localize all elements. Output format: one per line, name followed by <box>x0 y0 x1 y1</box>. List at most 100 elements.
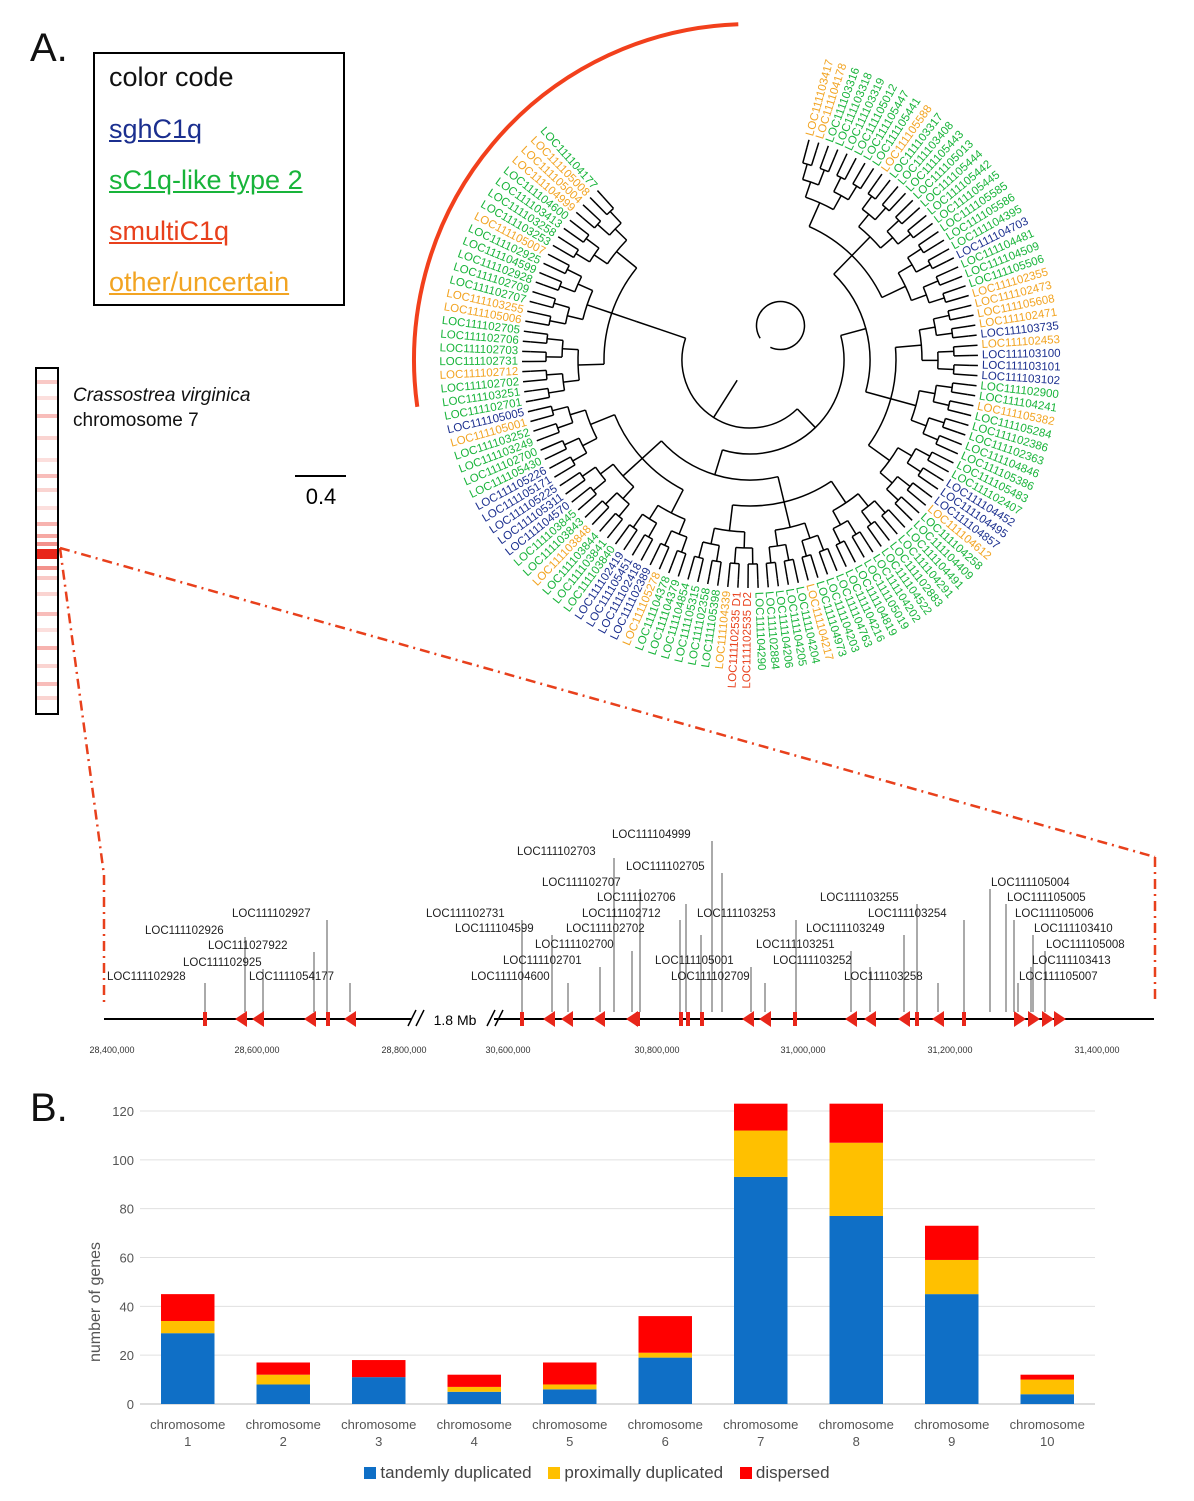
tree-branch <box>784 558 794 562</box>
tree-branch <box>935 276 941 286</box>
tree-branch <box>627 529 638 544</box>
tree-branch <box>547 439 563 448</box>
tree-branch <box>802 162 812 167</box>
tree-leaf-label: LOC111102453 <box>981 334 1060 351</box>
tree-branch <box>814 569 819 578</box>
chromosome-band <box>37 566 57 570</box>
genome-gene-label: LOC111103253 <box>697 908 776 920</box>
tree-branch <box>840 327 867 337</box>
tree-branch <box>886 219 900 232</box>
gene-marker <box>686 1012 690 1026</box>
tree-branch <box>851 536 861 551</box>
bar-segment <box>256 1384 310 1404</box>
tree-branch <box>572 249 580 258</box>
tree-branch <box>928 417 945 424</box>
tree-branch <box>900 496 914 509</box>
tree-branch <box>832 519 849 530</box>
legend-item-sc1q-like: sC1q-like type 2 <box>109 165 303 195</box>
tree-branch <box>919 390 936 395</box>
genome-gene-label: LOC111103413 <box>1032 955 1111 967</box>
tree-branch <box>968 384 977 387</box>
tree-branch <box>867 544 874 553</box>
tree-branch <box>833 563 838 572</box>
tree-branch <box>588 209 602 222</box>
tree-branch <box>784 544 790 561</box>
tree-branch <box>582 290 594 320</box>
genome-gene-label: LOC111102928 <box>107 971 186 983</box>
tree-branch <box>801 163 808 180</box>
tree-branch <box>549 463 557 470</box>
bar-segment <box>829 1103 883 1143</box>
tree-branch <box>881 515 893 529</box>
legend-proximal: proximally duplicated <box>548 1463 723 1483</box>
chromosome-band <box>37 458 57 462</box>
genome-gene-label: LOC111104600 <box>471 971 550 983</box>
tree-branch <box>557 236 566 242</box>
genome-gene-label: LOC111103252 <box>773 955 852 967</box>
tree-branch <box>533 396 550 402</box>
tree-branch <box>727 562 731 580</box>
axis-break-right <box>486 1009 504 1027</box>
tree-branch <box>792 559 798 576</box>
tree-branch <box>774 562 779 579</box>
bar-y-tick-label: 80 <box>120 1202 134 1217</box>
tree-branch <box>804 181 812 198</box>
tree-branch <box>599 463 614 475</box>
tree-branch <box>950 266 959 271</box>
tree-branch <box>866 520 876 528</box>
tree-branch <box>935 435 941 445</box>
gene-marker <box>759 1011 771 1027</box>
tree-branch <box>575 252 591 263</box>
tree-branch <box>554 472 562 478</box>
gene-marker <box>304 1011 316 1027</box>
genome-gene-label: LOC111102705 <box>626 861 705 873</box>
tree-branch <box>565 488 573 495</box>
tree-branch <box>879 471 893 484</box>
tree-branch <box>876 539 882 547</box>
chromosome-band <box>37 436 57 440</box>
tree-branch <box>618 503 630 517</box>
tree-branch <box>860 162 866 171</box>
tree-leaf-label: LOC111102535 D2 <box>741 592 754 689</box>
tree-branch <box>833 191 849 201</box>
bar-x-labels: chromosome1chromosome2chromosome3chromos… <box>150 1417 1085 1449</box>
tree-branch <box>552 244 561 251</box>
zoom-connector-lines <box>58 546 1157 1004</box>
tree-branch <box>795 574 800 583</box>
tree-branch <box>552 405 569 412</box>
bar-x-label-number: 7 <box>757 1434 764 1449</box>
tree-branch <box>832 493 859 512</box>
tree-branch <box>931 451 947 461</box>
tree-branch <box>806 139 810 148</box>
tree-leaf-label: LOC111103100 <box>982 348 1061 362</box>
tree-branch <box>529 300 538 305</box>
chromosome-band <box>37 576 57 580</box>
tree-branch <box>937 350 954 353</box>
bar-segment <box>829 1215 883 1404</box>
tree-branch <box>776 578 780 587</box>
panel-a-label: A. <box>30 26 68 70</box>
tree-branch <box>527 409 536 413</box>
gene-marker <box>326 1012 330 1026</box>
tree-branch <box>888 509 900 522</box>
tree-branch <box>907 230 914 239</box>
tree-branch <box>857 493 869 507</box>
tree-branch <box>804 522 811 539</box>
panel-b-label: B. <box>30 1086 68 1130</box>
genome-gene-label: LOC111102703 <box>517 846 596 858</box>
tree-branch <box>817 169 826 186</box>
tree-branch <box>949 400 966 405</box>
tree-branch <box>777 476 785 503</box>
tree-branch <box>933 314 950 320</box>
tree-branch <box>534 312 551 318</box>
tree-branch <box>727 578 730 587</box>
tree-branch <box>805 572 809 581</box>
tree-branch <box>960 294 969 299</box>
tree-branch <box>578 363 605 366</box>
tree-branch <box>766 561 776 565</box>
bar-segment <box>829 1142 883 1216</box>
tree-branch <box>664 530 673 546</box>
genome-gene-label: LOC111105008 <box>1046 939 1125 951</box>
tree-branch <box>564 240 579 251</box>
